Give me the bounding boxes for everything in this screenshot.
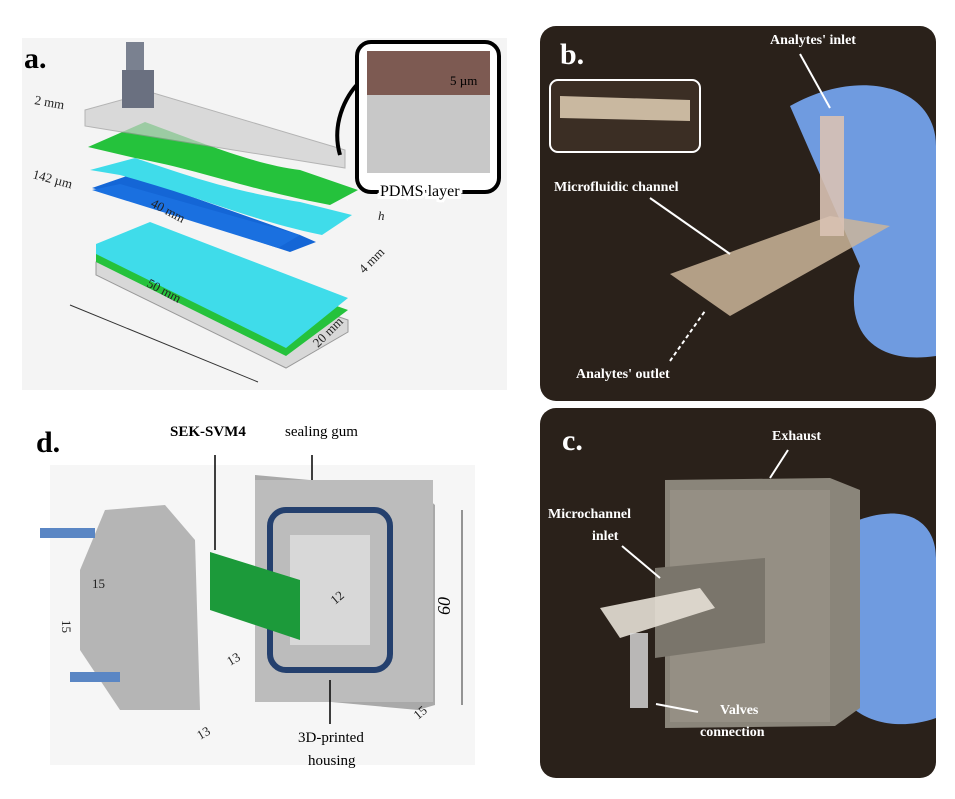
microchannel-inlet-arrow	[621, 545, 661, 579]
panel-b-label: b.	[560, 38, 584, 71]
inlet-connector	[126, 42, 144, 70]
valves-connector	[630, 633, 648, 708]
panel-a: a. 2 mm 142 µm h 40 mm 4 mm 50 mm 20 mm …	[0, 30, 520, 400]
outlet-annotation: Analytes' outlet	[576, 367, 670, 382]
inlet-annotation: Analytes' inlet	[770, 33, 856, 48]
sensor-board	[210, 552, 300, 640]
microfluidic-chip	[670, 216, 890, 316]
glove	[836, 513, 936, 725]
dim-60: 60	[434, 597, 454, 615]
panel-a-diagram: a. 2 mm 142 µm h 40 mm 4 mm 50 mm 20 mm …	[22, 38, 507, 390]
panel-d-label: d.	[36, 426, 60, 459]
dim-15b: 15	[59, 620, 74, 633]
housing-annotation-2: housing	[308, 753, 356, 769]
panel-c-photo: c. Exhaust Microchannel inlet Valves con…	[548, 424, 936, 740]
panel-b: b. Analytes' inlet Microfluidic channel …	[540, 26, 936, 401]
screw-bottom	[70, 672, 120, 682]
inlet-arrow	[799, 53, 831, 109]
channel-annotation: Microfluidic channel	[554, 180, 679, 195]
inset-bottom-region	[367, 95, 490, 173]
top-green-layer	[88, 122, 358, 205]
channel-arrow	[649, 197, 731, 255]
dim-13a: 13	[224, 649, 243, 668]
housing-annotation-1: 3D-printed	[298, 730, 364, 746]
inset-caption: PDMS layer	[380, 183, 460, 200]
sensor-annotation: SEK-SVM4	[170, 424, 246, 440]
sensor-block	[80, 505, 200, 710]
microchannel-inlet-annotation-2: inlet	[592, 529, 619, 544]
housing-window	[290, 535, 370, 645]
bottom-cyan-layer	[96, 222, 348, 348]
valves-annotation-1: Valves	[720, 703, 759, 718]
valves-arrow	[655, 703, 699, 713]
dim-top-thickness: 2 mm	[33, 92, 65, 112]
dim-line-length	[69, 304, 259, 383]
panel-c-label: c.	[562, 424, 583, 457]
exhaust-arrow	[769, 449, 789, 479]
panel-d-diagram: d. SEK-SVM4 sealing gum 3D-printed housi…	[36, 424, 475, 769]
microchannel-chip	[600, 588, 715, 638]
panel-a-label: a.	[24, 42, 47, 75]
inset-chip	[560, 96, 690, 121]
inlet-connector-base	[122, 70, 154, 108]
gum-annotation: sealing gum	[285, 424, 358, 440]
panel-c: c. Exhaust Microchannel inlet Valves con…	[540, 408, 936, 778]
channel-strip	[92, 184, 300, 248]
dim-13b: 13	[194, 723, 213, 742]
outlet-arrow	[669, 310, 706, 362]
valves-annotation-2: connection	[700, 725, 765, 740]
panel-d: d. SEK-SVM4 sealing gum 3D-printed housi…	[0, 410, 520, 780]
microchannel-inlet-annotation-1: Microchannel	[548, 507, 631, 522]
dim-height: h	[378, 208, 385, 223]
inset-top-region	[367, 51, 490, 95]
exhaust-annotation: Exhaust	[772, 429, 821, 444]
panel-b-photo: b. Analytes' inlet Microfluidic channel …	[549, 33, 936, 382]
inset-scale-label: 5 µm	[450, 73, 477, 88]
inlet-connector	[820, 116, 844, 236]
glove	[790, 85, 936, 358]
screw-top	[40, 528, 95, 538]
middle-cyan-layer	[90, 158, 352, 235]
dim-15a: 15	[92, 576, 105, 591]
